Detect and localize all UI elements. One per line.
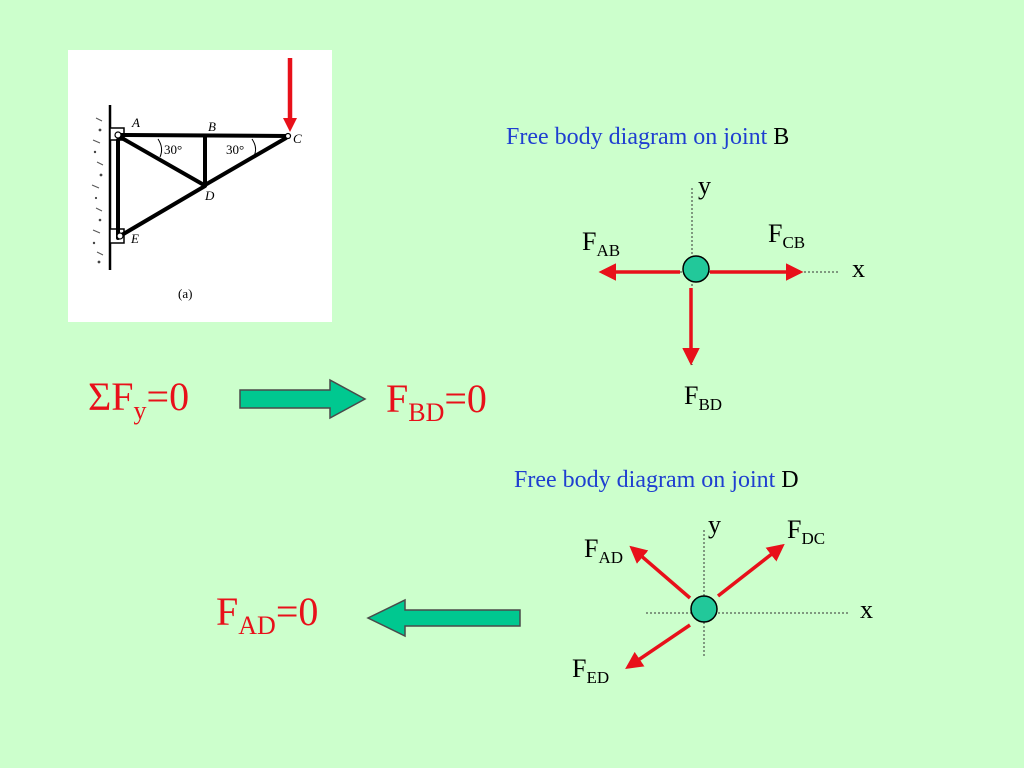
heading-joint-b-name: B [773, 124, 790, 150]
heading-joint-b-text: Free body diagram on joint [506, 124, 768, 150]
truss-figure-caption: (a) [178, 286, 193, 301]
fbd-joint-d [625, 530, 848, 669]
truss-angle-left: 30° [164, 142, 183, 157]
applied-load-arrowhead [283, 118, 297, 132]
equation-fbd-result: FBD=0 [386, 376, 487, 427]
equation-fad-result: FAD=0 [216, 589, 319, 640]
truss-label-e: E [131, 231, 139, 246]
fbd-d-arrow-fdc [716, 543, 785, 598]
fbd-d-arrow-fad [629, 545, 692, 600]
heading-joint-d-text: Free body diagram on joint [514, 467, 776, 493]
fbd-d-x-label: x [860, 595, 873, 624]
pin-e [116, 232, 124, 240]
equation-sum-fy: ΣFy=0 [88, 374, 190, 425]
heading-joint-d-name: D [781, 467, 799, 493]
truss-label-d: D [205, 188, 215, 203]
joint-d-node [690, 595, 718, 623]
pin-c [284, 132, 292, 140]
truss-angle-right: 30° [226, 142, 245, 157]
truss-label-a: A [132, 115, 140, 130]
heading-joint-b: Free body diagram on joint B [506, 124, 789, 151]
fbd-b-label-fab: FAB [582, 227, 621, 260]
joint-b-node [682, 255, 710, 283]
member-ac [116, 133, 290, 138]
truss-members [116, 133, 290, 240]
truss-figure-background [68, 50, 332, 322]
truss-label-c: C [293, 131, 302, 146]
pin-a [114, 131, 122, 139]
block-arrow-left [366, 598, 521, 638]
fbd-b-x-label: x [852, 254, 865, 283]
member-ad [118, 135, 206, 187]
angle-arc-left [157, 138, 163, 158]
member-ed [118, 184, 207, 238]
fbd-d-label-fad: FAD [584, 534, 624, 567]
heading-joint-d: Free body diagram on joint D [514, 467, 799, 494]
fbd-d-arrow-fed [625, 623, 691, 669]
member-dc [203, 136, 288, 187]
block-arrow-right [239, 378, 367, 420]
angle-arc-right [251, 138, 257, 157]
fbd-b-label-fbd: FBD [684, 381, 723, 414]
fbd-d-y-label: y [708, 510, 721, 539]
fbd-d-label-fed: FED [572, 654, 610, 687]
fbd-joint-b [598, 188, 840, 366]
truss-label-b: B [208, 119, 216, 134]
fbd-b-y-label: y [698, 171, 711, 200]
truss-figure [68, 50, 332, 322]
fbd-b-label-fcb: FCB [768, 219, 806, 252]
fbd-d-label-fdc: FDC [787, 515, 826, 548]
